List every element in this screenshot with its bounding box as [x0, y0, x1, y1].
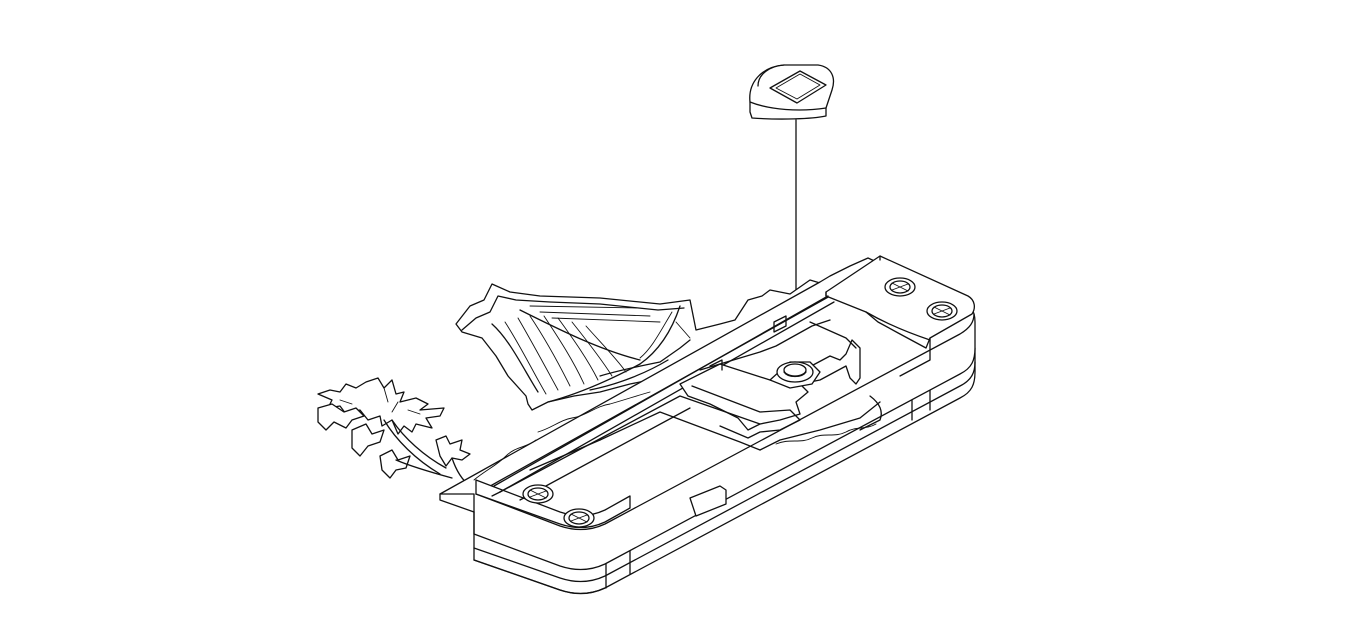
screw-front-left [522, 484, 554, 504]
screw-front-right [563, 508, 595, 528]
screw-back-left [884, 277, 916, 297]
sailboat-scenery [455, 279, 839, 411]
palm-trees [317, 377, 471, 487]
screw-back-right [926, 301, 958, 321]
